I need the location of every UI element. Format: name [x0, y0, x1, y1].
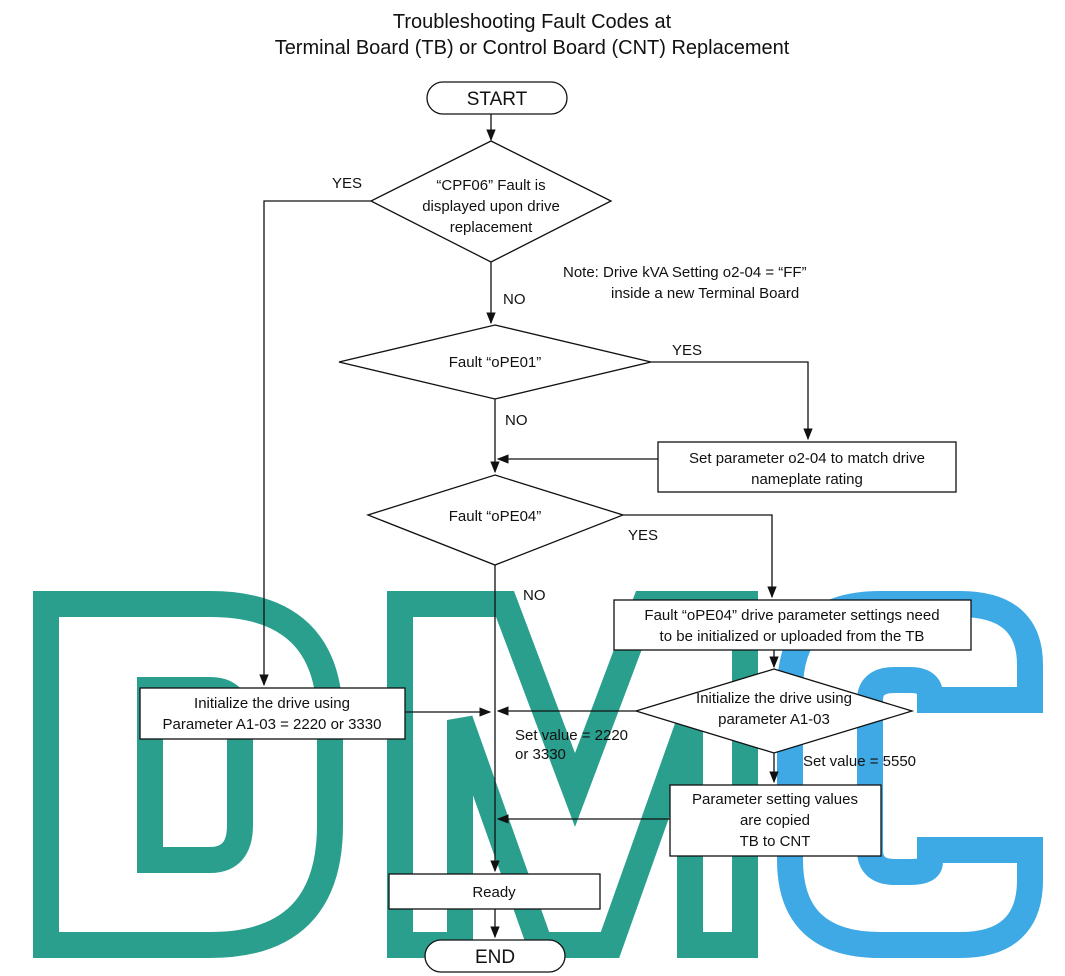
end-terminal: [424, 939, 566, 973]
decision-ope01-label: Fault “oPE01”: [449, 354, 542, 371]
decision-init-a103-line1: Initialize the drive using: [696, 690, 852, 707]
label-ope01-yes: YES: [672, 342, 702, 359]
note-line-2: inside a new Terminal Board: [611, 285, 799, 302]
edge-ope01-yes: [651, 361, 813, 441]
process-ope04-init-line2: to be initialized or uploaded from the T…: [660, 628, 925, 645]
label-set-5550: Set value = 5550: [803, 753, 916, 770]
process-copied-line1: Parameter setting values: [692, 791, 858, 808]
process-ope04-init: [613, 599, 972, 651]
title-line-2: Terminal Board (TB) or Control Board (CN…: [275, 37, 790, 59]
note-line-1: Note: Drive kVA Setting o2-04 = “FF”: [563, 264, 807, 281]
label-cpf06-yes: YES: [332, 175, 362, 192]
process-init-left: [139, 687, 406, 740]
decision-cpf06-line3: replacement: [450, 219, 533, 236]
end-label: END: [475, 947, 515, 968]
label-set-2220-line1: Set value = 2220: [515, 727, 628, 744]
watermark-letter-m: [387, 591, 758, 958]
process-ready: [388, 873, 601, 910]
start-label: START: [467, 89, 528, 110]
process-set-o204-line2: nameplate rating: [751, 471, 863, 488]
label-set-2220-line2: or 3330: [515, 746, 566, 763]
label-ope04-yes: YES: [628, 527, 658, 544]
process-ready-label: Ready: [472, 884, 516, 901]
label-ope01-no: NO: [505, 412, 528, 429]
decision-cpf06-line1: “CPF06” Fault is: [436, 177, 545, 194]
title-line-1: Troubleshooting Fault Codes at: [393, 11, 672, 33]
label-cpf06-no: NO: [503, 291, 526, 308]
process-init-left-line2: Parameter A1-03 = 2220 or 3330: [163, 716, 382, 733]
decision-cpf06-line2: displayed upon drive: [422, 198, 560, 215]
process-ope04-init-line1: Fault “oPE04” drive parameter settings n…: [644, 607, 939, 624]
edge-ope04-yes: [623, 514, 777, 599]
process-set-o204: [657, 441, 957, 493]
process-copied-line3: TB to CNT: [740, 833, 811, 850]
decision-ope04-label: Fault “oPE04”: [449, 508, 542, 525]
watermark-letter-c: [777, 591, 1043, 958]
label-ope04-no: NO: [523, 587, 546, 604]
start-terminal: [426, 81, 568, 115]
process-init-left-line1: Initialize the drive using: [194, 695, 350, 712]
process-copied-line2: are copied: [740, 812, 810, 829]
watermark-letter-d: [33, 591, 343, 958]
process-set-o204-line1: Set parameter o2-04 to match drive: [689, 450, 925, 467]
edge-cpf06-yes: [259, 200, 371, 687]
process-copied: [669, 784, 882, 857]
decision-init-a103-line2: parameter A1-03: [718, 711, 830, 728]
